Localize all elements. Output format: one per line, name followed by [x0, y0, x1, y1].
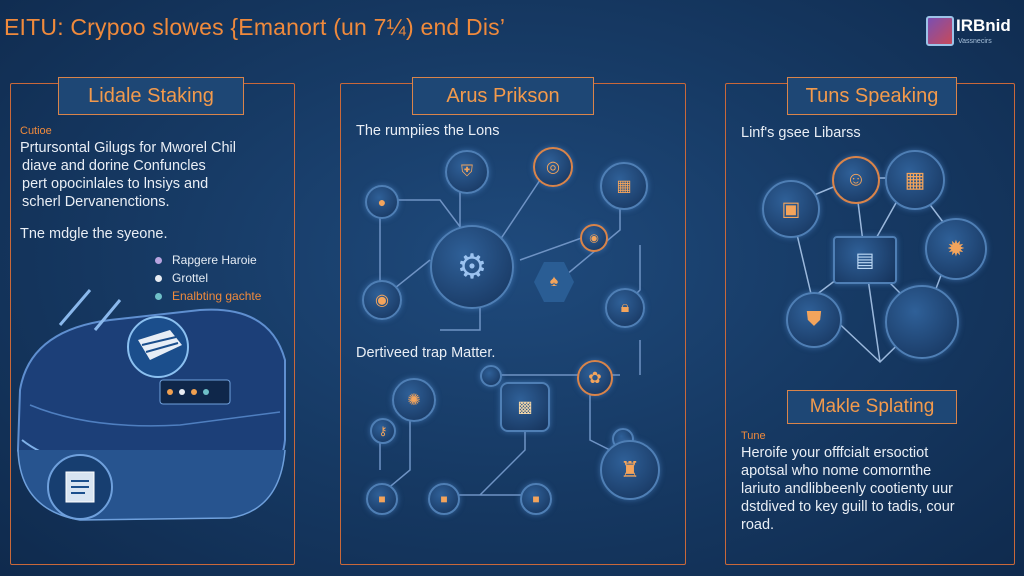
- node-lock-icon[interactable]: 🔒︎: [605, 288, 645, 328]
- panel-left-heading[interactable]: Lidale Staking: [58, 77, 244, 115]
- node-user-icon[interactable]: ☺: [832, 156, 880, 204]
- node-link-icon[interactable]: ◉: [580, 224, 608, 252]
- paragraph-line: Prtursontal Gilugs for Mworel Chil: [20, 140, 236, 156]
- legend-item: Enalbting gachte: [155, 287, 261, 305]
- panel-left-paragraph: Prtursontal Gilugs for Mworel Chil diave…: [20, 139, 236, 211]
- legend-dot-icon: [155, 275, 162, 283]
- legend: Rapgere Haroie Grottel Enalbting gachte: [155, 251, 261, 305]
- logo-subtitle: Vassnecirs: [958, 38, 992, 45]
- node-flower-icon[interactable]: ✿: [577, 360, 613, 396]
- panel-middle-heading[interactable]: Arus Prikson: [412, 77, 594, 115]
- node-box-icon[interactable]: ■: [428, 483, 460, 515]
- node-chip-icon[interactable]: ▩: [500, 382, 550, 432]
- node-monitor-icon[interactable]: ▤: [833, 236, 897, 284]
- panel-middle-bottom-text: Dertiveed trap Matter.: [356, 345, 496, 361]
- panel-right-heading[interactable]: Tuns Speaking: [787, 77, 957, 115]
- brand-logo[interactable]: IRBnid Vassnecirs: [924, 14, 1020, 50]
- paragraph-line: apotsal who nome comornthe: [741, 463, 932, 479]
- node-box-icon[interactable]: ■: [520, 483, 552, 515]
- logo-mark-icon: [926, 16, 954, 46]
- node-grid-icon[interactable]: ▣: [762, 180, 820, 238]
- node-hex-icon[interactable]: ♠: [534, 262, 574, 302]
- node-gear-icon[interactable]: ⚙: [430, 225, 514, 309]
- legend-item: Grottel: [155, 269, 261, 287]
- paragraph-line: scherl Dervanenctions.: [22, 194, 170, 210]
- legend-dot-icon: [155, 293, 162, 301]
- paragraph-line: lariuto andlibbeenly cootienty uur: [741, 481, 953, 497]
- panel-right-subheading[interactable]: Makle Splating: [787, 390, 957, 424]
- node-key-icon[interactable]: ⚷: [370, 418, 396, 444]
- legend-dot-icon: [155, 257, 162, 265]
- page-title: EITU: Crypoo slowes {Emanort (un 7¼) end…: [4, 14, 506, 40]
- node-badge-icon[interactable]: ⛊: [786, 292, 842, 348]
- legend-label: Enalbting gachte: [172, 289, 262, 303]
- paragraph-line: dstdived to key guill to tadis, cour: [741, 499, 955, 515]
- legend-item: Rapgere Haroie: [155, 251, 261, 269]
- node-target-icon[interactable]: ◎: [533, 147, 573, 187]
- node-circuit-icon[interactable]: ▦: [885, 150, 945, 210]
- node-circuit-icon[interactable]: ▦: [600, 162, 648, 210]
- panel-left-label: Cutioe: [20, 125, 52, 137]
- node-box-icon[interactable]: ■: [366, 483, 398, 515]
- paragraph-line: road.: [741, 517, 775, 533]
- node-shield-icon[interactable]: ⛨: [445, 150, 489, 194]
- node-coin-icon[interactable]: ●: [365, 185, 399, 219]
- panel-right-paragraph: Heroife your offfcialt ersoctiot apotsal…: [741, 444, 955, 534]
- node-circuit-board-icon[interactable]: ✺: [392, 378, 436, 422]
- node-orb-icon[interactable]: [885, 285, 959, 359]
- paragraph-line: diave and dorine Confuncles: [22, 158, 206, 174]
- node-chip-icon[interactable]: ✹: [925, 218, 987, 280]
- paragraph-line: pert opocinlales to lnsiys and: [22, 176, 209, 192]
- panel-left-subline: Tne mdgle the syeone.: [20, 226, 168, 242]
- legend-label: Grottel: [172, 271, 209, 285]
- logo-name: IRBnid: [956, 16, 1011, 35]
- node-eye-icon[interactable]: ◉: [362, 280, 402, 320]
- paragraph-line: Heroife your offfcialt ersoctiot: [741, 445, 929, 461]
- panel-middle-top-text: The rumpiies the Lons: [356, 123, 500, 139]
- node-wallet-icon[interactable]: ♜: [600, 440, 660, 500]
- panel-right-top-text: Linf's gsee Libarss: [741, 125, 861, 141]
- legend-label: Rapgere Haroie: [172, 253, 257, 267]
- node-small-ring-icon[interactable]: [480, 365, 502, 387]
- panel-right-label: Tune: [741, 430, 766, 442]
